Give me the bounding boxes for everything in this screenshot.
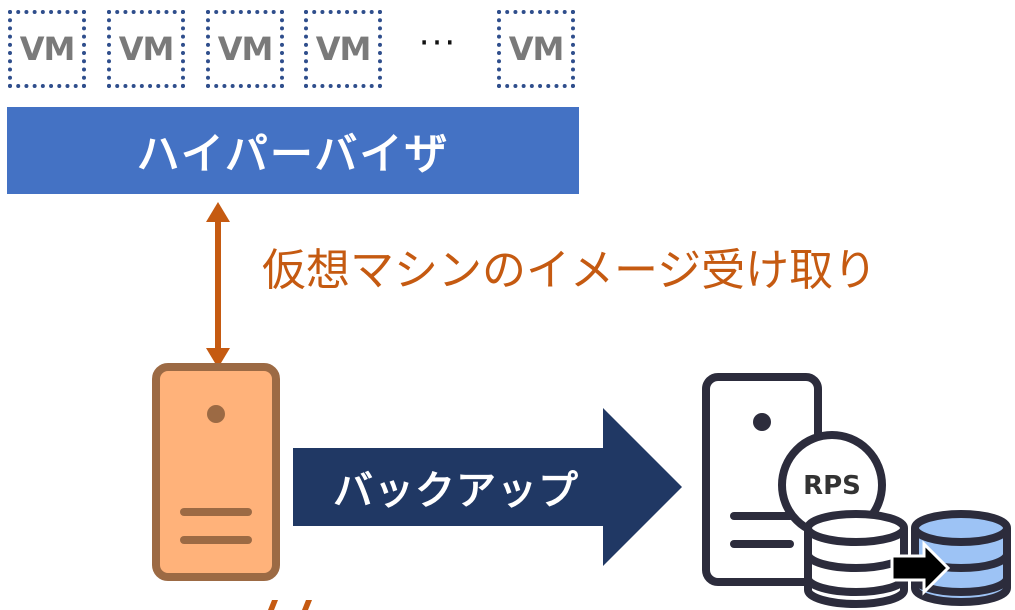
- vm-box-2: VM: [107, 10, 185, 88]
- rps-label: RPS: [803, 471, 861, 501]
- vm-label: VM: [19, 30, 76, 68]
- vm-label: VM: [315, 30, 372, 68]
- vm-label: VM: [217, 30, 274, 68]
- vm-ellipsis: ···: [418, 23, 458, 63]
- vm-box-4: VM: [304, 10, 382, 88]
- vm-label: VM: [118, 30, 175, 68]
- copy-arrow-icon: [890, 540, 951, 596]
- vm-box-1: VM: [8, 10, 86, 88]
- proxy-server-icon: [152, 363, 280, 581]
- backup-label: バックアップ: [333, 468, 579, 514]
- vm-label: VM: [508, 30, 565, 68]
- database-white-icon: [804, 510, 908, 608]
- database-blue-icon: [911, 510, 1011, 606]
- hypervisor-label: ハイパーバイザ: [136, 129, 450, 180]
- backup-arrow: [293, 408, 682, 566]
- vm-box-3: VM: [206, 10, 284, 88]
- vm-box-5: VM: [497, 10, 575, 88]
- cropped-orange-marks: [268, 600, 312, 610]
- hypervisor-bar: ハイパーバイザ: [7, 107, 579, 194]
- transfer-caption: 仮想マシンのイメージ受け取り: [262, 245, 878, 296]
- transfer-arrow: [206, 202, 230, 368]
